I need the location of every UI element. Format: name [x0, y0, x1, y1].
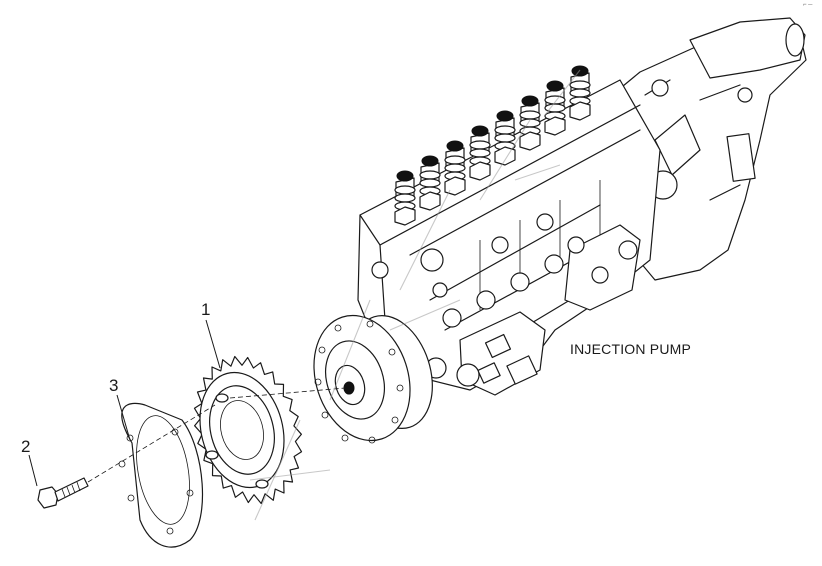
- gasket-plate: [118, 402, 204, 548]
- drive-coupling: [313, 314, 433, 444]
- gear-bolt-hole: [255, 479, 269, 489]
- delivery-valve-holder: [494, 110, 516, 166]
- gear-ring: [209, 385, 275, 475]
- injection-pump-label: INJECTION PUMP: [570, 341, 692, 357]
- bolt: [37, 477, 89, 509]
- drive-gear: [193, 355, 303, 505]
- delivery-valve-holder: [569, 65, 591, 121]
- callout-1: 1: [201, 300, 211, 319]
- delivery-valve-holder: [519, 95, 541, 151]
- delivery-valve-holder: [469, 125, 491, 181]
- callout-3: 3: [109, 376, 119, 395]
- gear-bolt-hole: [215, 393, 229, 403]
- delivery-valve-holder: [444, 140, 466, 196]
- delivery-valve-holder: [394, 170, 416, 226]
- watermark: [249, 69, 581, 521]
- corner-mark: ⌐ ─: [803, 2, 813, 8]
- delivery-valve-holder: [544, 80, 566, 136]
- gear-ring: [220, 400, 264, 460]
- callout-leaders: [28, 319, 221, 487]
- gear-bolt-hole: [205, 450, 219, 460]
- injection-pump-body: [357, 17, 807, 396]
- delivery-valve-holders: [394, 65, 591, 226]
- delivery-valve-holder: [419, 155, 441, 211]
- callout-2: 2: [21, 437, 31, 456]
